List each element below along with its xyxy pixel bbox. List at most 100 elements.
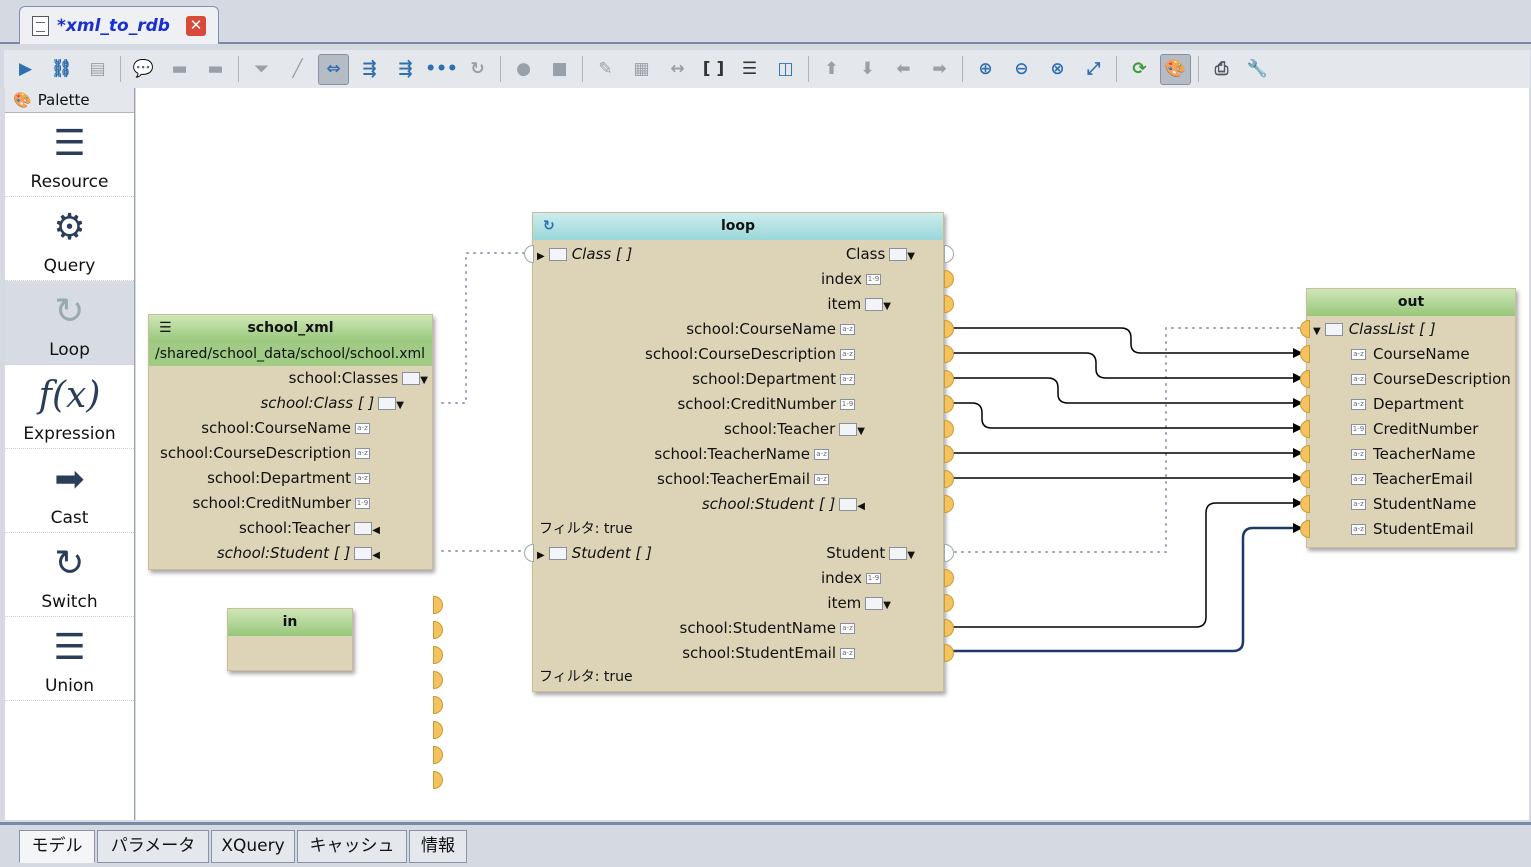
align-icon[interactable]: ⇶ — [362, 59, 377, 79]
document-tab[interactable]: *xml_to_rdb ✕ — [19, 6, 219, 44]
field-row[interactable]: school:Teacher◀ — [149, 517, 432, 539]
circle-icon[interactable]: ● — [516, 59, 531, 79]
field-row[interactable]: school:Teacher▼ — [533, 418, 943, 440]
line-icon[interactable]: ╱ — [292, 59, 303, 79]
switch-tool-icon[interactable]: ↻ — [470, 59, 485, 79]
horizontal-arrows-icon[interactable]: ↔ — [670, 59, 685, 79]
list-icon[interactable]: ☰ — [741, 59, 758, 79]
field-row[interactable]: item▼ — [533, 293, 943, 315]
zoom-fit-icon[interactable]: ⊗ — [1050, 59, 1065, 79]
dots-icon[interactable]: ••• — [425, 59, 458, 79]
expand-icon[interactable]: ▼ — [907, 251, 915, 262]
filter-label[interactable]: フィルタ: true — [539, 521, 633, 537]
layout-icon[interactable]: ⇔ — [318, 53, 349, 85]
tag-icon[interactable]: ✎ — [598, 59, 613, 79]
field-row-student-input[interactable]: ▶Student [ ] — [537, 542, 652, 564]
palette-item-loop[interactable]: ↻ Loop — [5, 281, 134, 365]
field-row[interactable]: school:Class [ ]▼ — [149, 392, 432, 414]
expand-icon[interactable]: ▼ — [420, 375, 428, 386]
comment-icon[interactable]: 💬 — [132, 59, 155, 79]
comment-3-icon[interactable]: ▬ — [207, 59, 224, 79]
palette-item-expression[interactable]: f(x) Expression — [5, 365, 134, 449]
field-row-class-output[interactable]: Class▼ — [533, 243, 943, 265]
expand-icon[interactable]: ▼ — [883, 600, 891, 611]
palette-item-query[interactable]: ⚙ Query — [5, 197, 134, 281]
field-row[interactable]: school:Student [ ]◀ — [533, 493, 943, 515]
field-row[interactable]: school:Student [ ]◀ — [149, 542, 432, 564]
close-tab-icon[interactable]: ✕ — [186, 15, 206, 36]
expand-icon[interactable]: ▶ — [537, 251, 545, 262]
arrow-left-icon[interactable]: ⬅ — [896, 59, 911, 79]
palette-item-cast[interactable]: ➡ Cast — [5, 449, 134, 533]
collapse-icon[interactable]: ◀ — [372, 525, 380, 536]
palette-item-union[interactable]: ☰ Union — [5, 617, 134, 701]
tree-icon[interactable]: ⛓ — [50, 59, 73, 79]
node-header[interactable]: out — [1307, 289, 1515, 316]
palette-item-resource[interactable]: ☰ Resource — [5, 113, 134, 197]
zoom-out-icon[interactable]: ⊖ — [1014, 59, 1029, 79]
square-icon[interactable]: ■ — [551, 59, 568, 79]
node-in[interactable]: in — [227, 608, 353, 671]
grid-icon[interactable]: ▦ — [633, 59, 650, 79]
node-header[interactable]: in — [228, 609, 352, 636]
field-row[interactable]: school:Classes▼ — [149, 367, 432, 389]
filter-icon[interactable]: ⏷ — [254, 59, 269, 79]
expand-icon[interactable]: ▼ — [857, 426, 865, 437]
tab-model[interactable]: モデル — [19, 830, 95, 863]
node-school-xml[interactable]: ☰ school_xml /shared/school_data/school/… — [148, 314, 443, 789]
field-row-class-input[interactable]: ▶Class [ ] — [537, 243, 632, 265]
field-row-student-output[interactable]: Student▼ — [533, 542, 943, 564]
expand-icon[interactable]: ▼ — [883, 301, 891, 312]
palette-toggle-icon[interactable]: 🎨 — [1160, 53, 1191, 85]
arrow-up-icon[interactable]: ⬆ — [824, 59, 839, 79]
fit-screen-icon[interactable]: ⤢ — [1086, 59, 1101, 79]
arrow-down-icon[interactable]: ⬇ — [860, 59, 875, 79]
node-header[interactable]: ☰ school_xml — [149, 315, 432, 342]
brackets-icon[interactable]: [ ] — [702, 59, 725, 79]
tab-info[interactable]: 情報 — [409, 830, 467, 863]
panel-icon[interactable]: ◫ — [777, 59, 794, 79]
field-row-classlist[interactable]: ▼ClassList [ ] — [1313, 318, 1436, 340]
align-2-icon[interactable]: ⇶ — [398, 59, 413, 79]
collapse-icon[interactable]: ◀ — [857, 501, 865, 512]
tab-parameters[interactable]: パラメータ — [97, 830, 209, 863]
filter-label[interactable]: フィルタ: true — [539, 669, 633, 685]
save-icon[interactable]: ▤ — [89, 59, 106, 79]
expand-icon[interactable]: ▶ — [537, 550, 545, 561]
field-row[interactable]: item▼ — [533, 592, 943, 614]
comment-2-icon[interactable]: ▬ — [171, 59, 188, 79]
collapse-icon[interactable]: ▼ — [1313, 326, 1321, 337]
tab-cache[interactable]: キャッシュ — [297, 830, 407, 863]
mapping-canvas[interactable]: ☰ school_xml /shared/school_data/school/… — [136, 88, 1529, 820]
zoom-in-icon[interactable]: ⊕ — [978, 59, 993, 79]
collapse-icon[interactable]: ◀ — [372, 550, 380, 561]
expand-icon[interactable]: ▼ — [907, 550, 915, 561]
expand-icon[interactable]: ▼ — [396, 400, 404, 411]
run-icon[interactable]: ▶ — [18, 59, 33, 79]
wrench-icon[interactable]: 🔧 — [1246, 59, 1269, 79]
